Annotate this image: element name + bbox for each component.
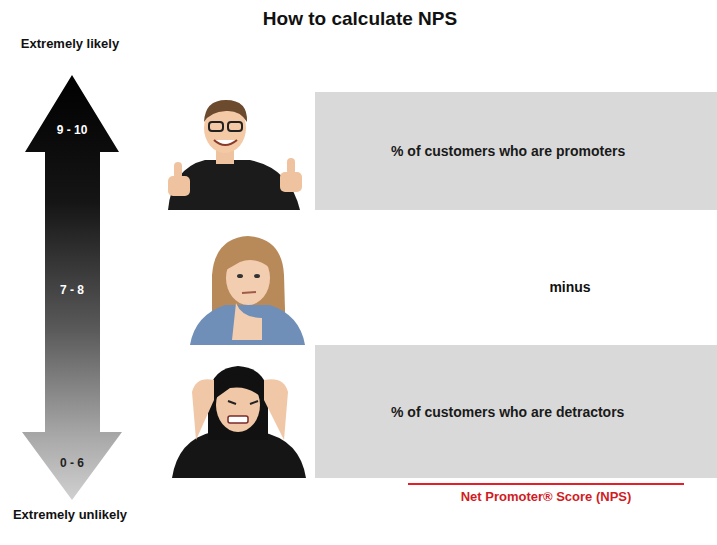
promoter-figure — [168, 100, 302, 210]
operator-text: minus — [520, 279, 620, 295]
title: How to calculate NPS — [200, 8, 520, 30]
score-range: 0 - 6 — [32, 455, 112, 471]
likelihood-arrow — [22, 75, 122, 500]
detractor-figure — [172, 366, 306, 478]
score-range: 9 - 10 — [32, 122, 112, 138]
passive-figure — [190, 236, 305, 345]
score-range: 7 - 8 — [32, 282, 112, 298]
scale-end-label: Extremely likely — [10, 36, 130, 52]
result-underline — [408, 483, 684, 485]
grey-band: % of customers who are promoters — [315, 92, 717, 210]
result-label: Net Promoter® Score (NPS) — [396, 489, 696, 505]
scale-end-label: Extremely unlikely — [10, 507, 130, 523]
band-text: % of customers who are detractors — [391, 403, 624, 421]
grey-band: % of customers who are detractors — [315, 345, 717, 478]
band-text: % of customers who are promoters — [391, 142, 625, 160]
